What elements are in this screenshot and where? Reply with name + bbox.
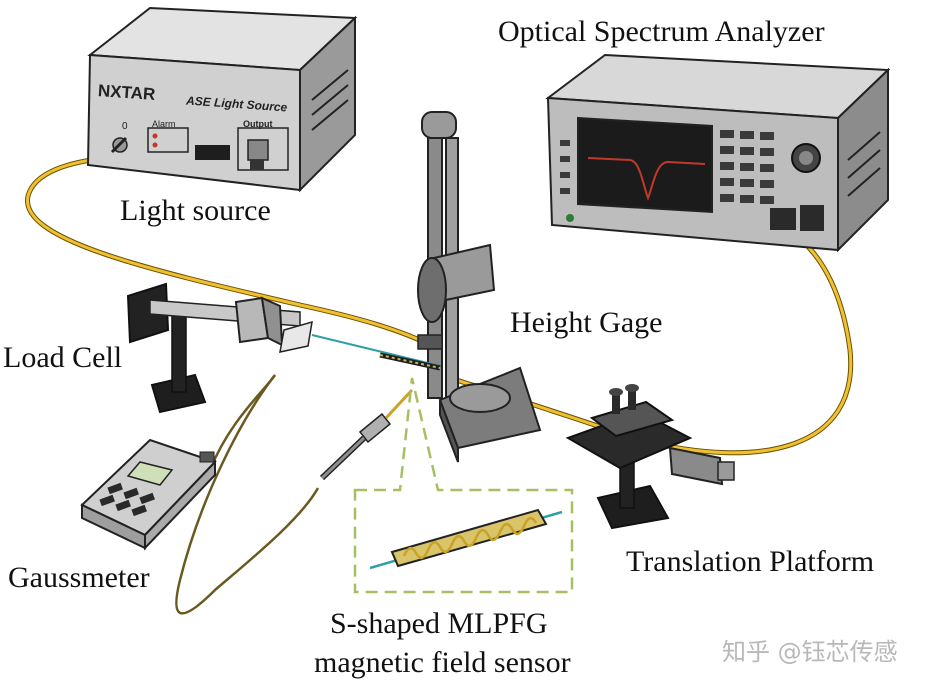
sensor-inset — [353, 377, 574, 594]
label-load-cell: Load Cell — [3, 341, 123, 374]
gaussmeter-probe — [175, 374, 414, 615]
label-sensor-line1: S-shaped MLPFG — [330, 607, 548, 640]
label-optical-spectrum-analyzer: Optical Spectrum Analyzer — [498, 15, 825, 48]
label-gaussmeter: Gaussmeter — [8, 561, 150, 594]
watermark: 知乎 @钰芯传感 — [722, 638, 898, 666]
ase-light-source-device — [86, 6, 358, 193]
height-gage-device — [417, 111, 542, 463]
label-sensor-line2: magnetic field sensor — [314, 646, 571, 679]
load-cell-device — [126, 282, 313, 414]
label-height-gage: Height Gage — [510, 306, 663, 339]
label-light-source: Light source — [120, 194, 271, 227]
device-switch-zero-text: 0 — [122, 121, 128, 132]
gaussmeter-device — [80, 438, 217, 551]
translation-platform-device — [565, 384, 735, 530]
label-translation-platform: Translation Platform — [626, 545, 875, 578]
device-brand-text: NXTAR — [97, 81, 156, 104]
device-alarm-text: Alarm — [152, 119, 176, 129]
optical-spectrum-analyzer-device — [545, 53, 891, 253]
fiber-segment-center — [311, 334, 441, 371]
device-output-text: Output — [243, 119, 273, 129]
